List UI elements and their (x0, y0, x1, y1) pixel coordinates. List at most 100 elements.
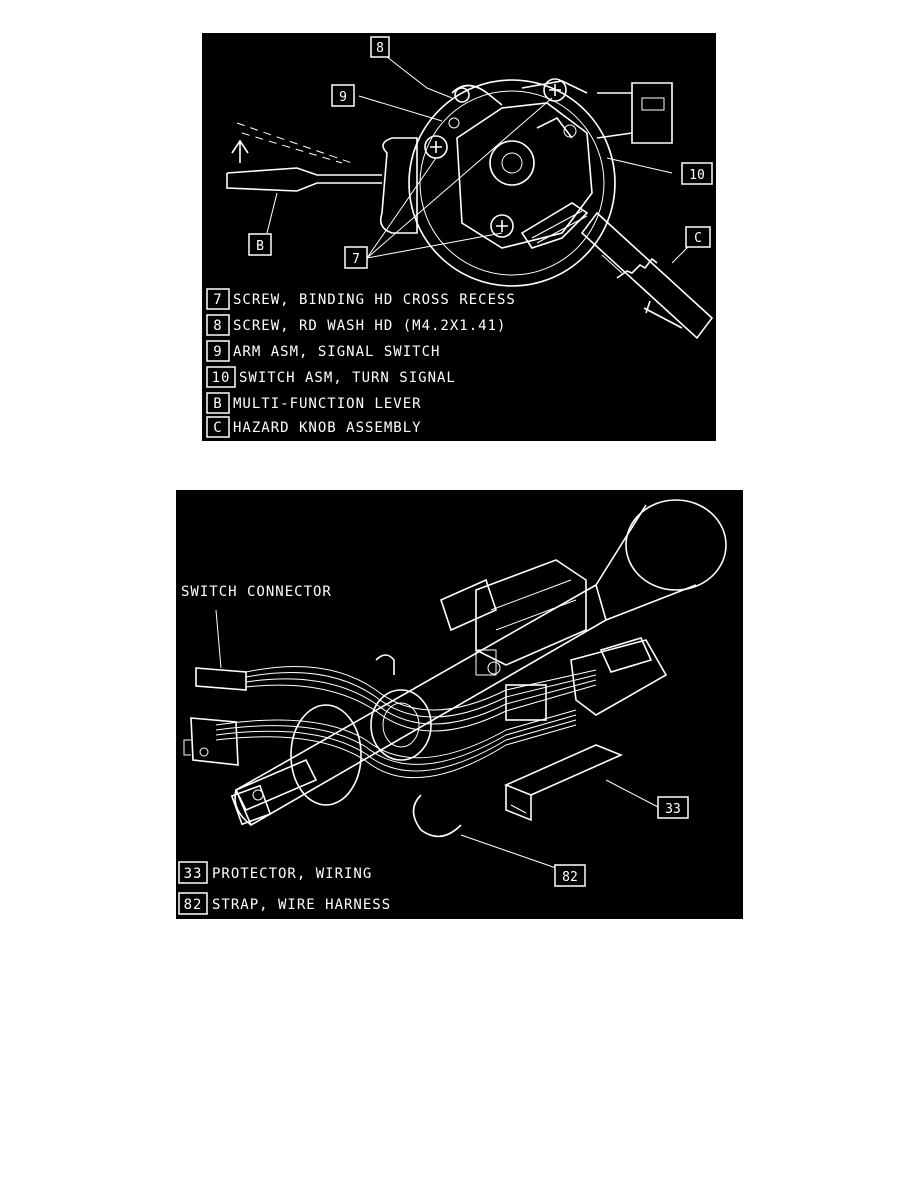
connector-pin (199, 747, 209, 757)
hazard-knob-body (580, 211, 714, 340)
legend-text: SWITCH ASM, TURN SIGNAL (239, 370, 456, 386)
column-bearing-ring (290, 704, 362, 806)
legend-row: C HAZARD KNOB ASSEMBLY (206, 416, 422, 438)
protector-rib (510, 804, 527, 814)
column-tab (440, 578, 497, 632)
switch-connector-label: SWITCH CONNECTOR (181, 584, 332, 600)
callout-33-box (657, 796, 689, 819)
harness-wire (245, 672, 597, 718)
legend-text: ARM ASM, SIGNAL SWITCH (233, 344, 440, 360)
switch-block (505, 684, 547, 721)
cancel-cam (536, 116, 573, 139)
signal-arm (451, 84, 503, 106)
callout-B: B (256, 239, 264, 254)
arm-pivot (454, 87, 470, 103)
contact-lines (531, 210, 588, 244)
legend-key: 82 (184, 897, 203, 913)
leader-9 (358, 95, 443, 122)
connector-leads (596, 92, 633, 139)
legend-text: STRAP, WIRE HARNESS (212, 897, 391, 913)
legend-row: B MULTI-FUNCTION LEVER (206, 392, 422, 414)
switch-connector-plug (195, 667, 247, 691)
lever-travel-dashed (236, 122, 353, 164)
multi-function-lever (226, 167, 382, 192)
callout-10-box (681, 162, 713, 185)
harness-wire (245, 678, 597, 725)
leader-82 (460, 834, 557, 869)
lever-socket (379, 137, 418, 234)
cam-plate (456, 102, 593, 249)
callout-8: 8 (376, 41, 384, 56)
lower-shaft (234, 758, 318, 812)
column-end-cylinder (625, 499, 727, 591)
legend-row: 9 ARM ASM, SIGNAL SWITCH (206, 340, 440, 362)
callout-8-box (370, 36, 390, 58)
harness-wire (245, 684, 597, 732)
screw-left-icon (424, 135, 448, 159)
wiring-protector-side (505, 785, 532, 822)
legend-row: 10 SWITCH ASM, TURN SIGNAL (206, 366, 456, 388)
cam-pin (563, 124, 577, 138)
switch-inner-ring (419, 90, 605, 276)
harness-wire (215, 719, 577, 772)
callout-82-box (554, 864, 586, 887)
legend-row: 82 STRAP, WIRE HARNESS (178, 892, 391, 915)
legend-text: HAZARD KNOB ASSEMBLY (233, 420, 422, 436)
shaft-end (230, 784, 272, 826)
figure1-legend: 7 SCREW, BINDING HD CROSS RECESS 8 SCREW… (206, 288, 515, 438)
harness-wire (215, 709, 577, 759)
screw-icon (487, 661, 501, 675)
legend-text: MULTI-FUNCTION LEVER (233, 396, 422, 412)
screw-upper-icon (543, 78, 567, 102)
legend-key: 7 (213, 292, 222, 308)
callout-33: 33 (665, 802, 681, 817)
leader-B (266, 192, 278, 234)
legend-row: 8 SCREW, RD WASH HD (M4.2X1.41) (206, 314, 506, 336)
leader-7 (366, 97, 553, 259)
connector-latch (183, 739, 191, 756)
legend-key: C (213, 420, 222, 436)
steering-shaft-hub (489, 140, 535, 186)
leader-10 (606, 157, 673, 174)
leader-switch-connector (215, 609, 222, 669)
figure2-legend: 33 PROTECTOR, WIRING 82 STRAP, WIRE HARN… (178, 861, 391, 915)
shaft-hole (252, 789, 264, 801)
turn-signal-switch-drawing: 8 9 10 7 B C 7 SCREW, BINDING HD CROSS R… (206, 36, 714, 438)
wiring-protector (503, 744, 624, 796)
legend-key: 8 (213, 318, 222, 334)
callout-9-box (331, 84, 355, 107)
legend-row: 33 PROTECTOR, WIRING (178, 861, 372, 884)
wiring-harness-figure: SWITCH CONNECTOR 33 82 33 PROTECTOR, WIR… (176, 490, 743, 919)
legend-key: B (213, 396, 222, 412)
callout-C-box (685, 226, 711, 248)
callout-C: C (694, 231, 702, 246)
hazard-knob-edge (601, 254, 623, 274)
switch-housing (408, 79, 616, 287)
connector-block (631, 82, 673, 144)
column-tube (234, 583, 607, 827)
legend-text: SCREW, RD WASH HD (M4.2X1.41) (233, 318, 506, 334)
leader-33 (605, 779, 659, 808)
legend-row: 7 SCREW, BINDING HD CROSS RECESS (206, 288, 515, 310)
callout-B-box (248, 233, 272, 256)
callout-82: 82 (562, 870, 578, 885)
housing-ribs (490, 579, 577, 631)
harness-wire (215, 724, 577, 779)
legend-text: PROTECTOR, WIRING (212, 866, 372, 882)
legend-key: 10 (212, 370, 231, 386)
lock-housing (570, 639, 668, 716)
lever-up-arrow (231, 139, 249, 163)
wire-harness-strap (412, 794, 462, 838)
callout-7-box (344, 246, 368, 269)
screw-lower-icon (490, 214, 514, 238)
lock-housing-top (599, 637, 653, 673)
hub-inner (382, 702, 420, 748)
harness-wire (245, 665, 597, 711)
legend-key: 9 (213, 344, 222, 360)
column-housing (475, 559, 587, 666)
callout-9: 9 (339, 90, 347, 105)
column-hub (370, 689, 432, 761)
hazard-pin (643, 300, 683, 329)
callout-7: 7 (352, 252, 360, 267)
screw-8-icon (448, 117, 460, 129)
